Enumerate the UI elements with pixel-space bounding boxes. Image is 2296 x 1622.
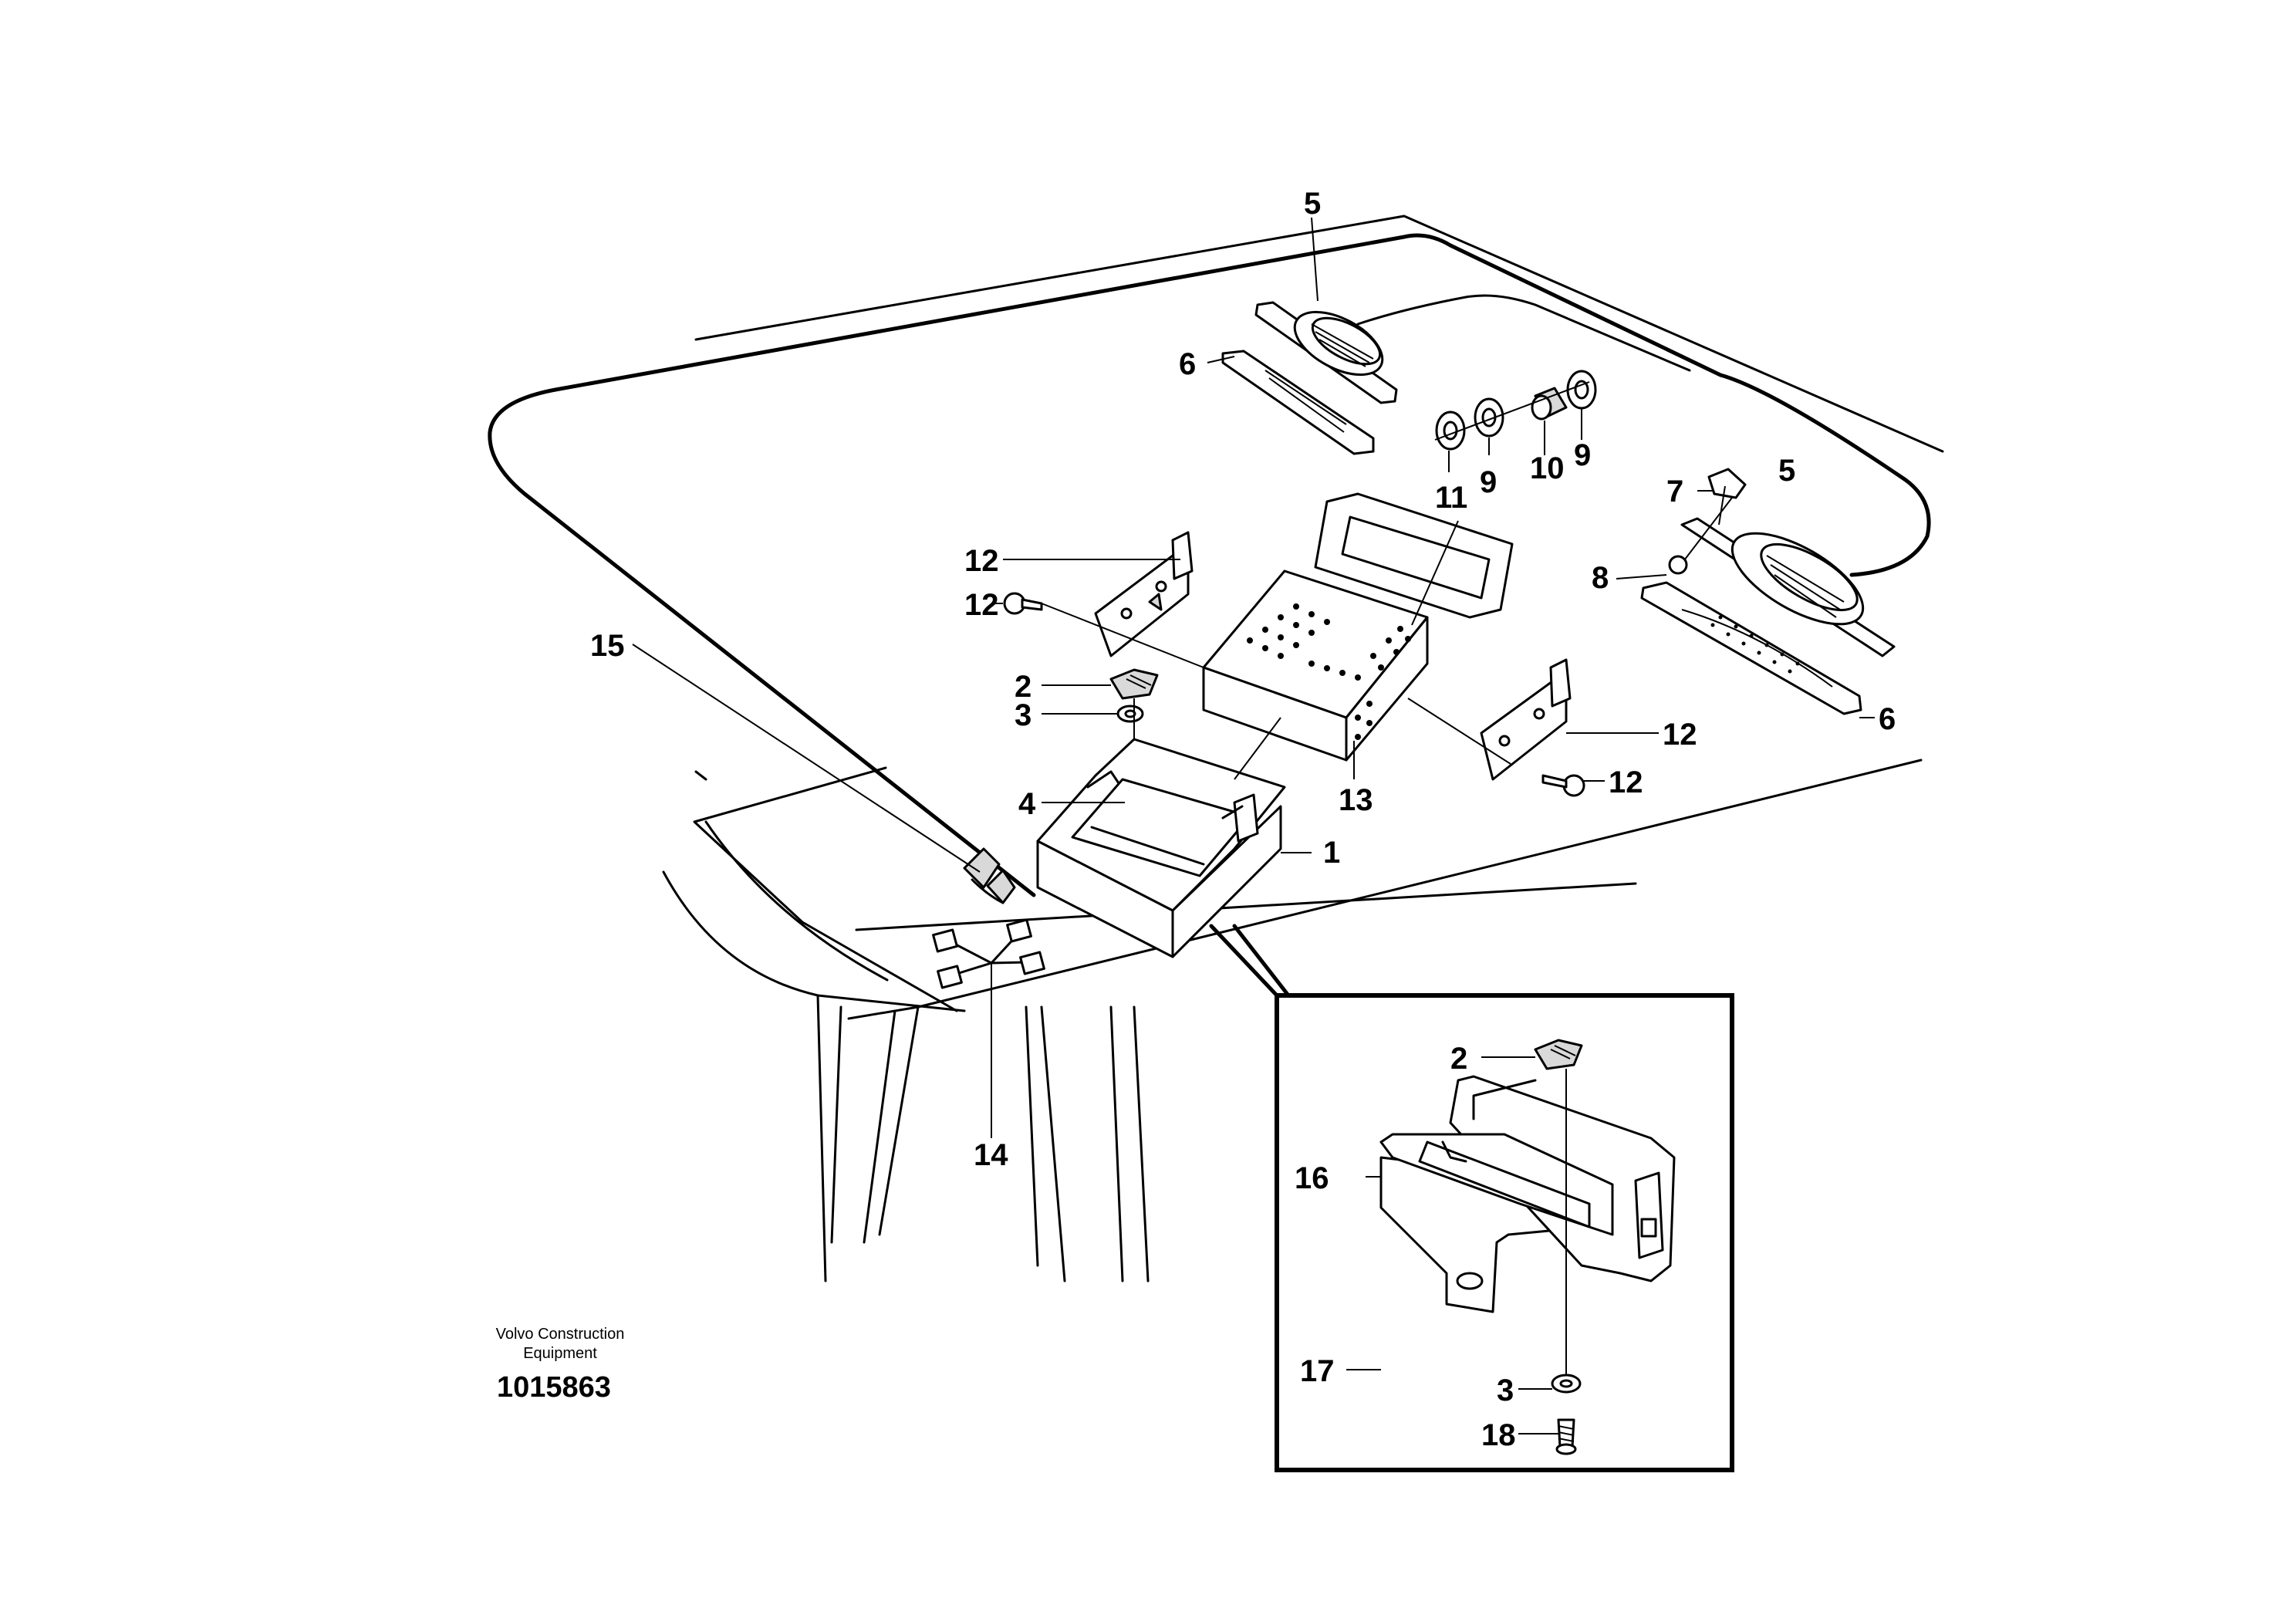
- speaker-grille-perforations: [1710, 615, 1800, 674]
- radio-head-unit: [1202, 569, 1429, 762]
- cable-harness: [963, 847, 1016, 904]
- callout-9-right: 9: [1574, 438, 1591, 472]
- callout-1: 1: [1323, 836, 1340, 870]
- callout-11: 11: [1435, 481, 1467, 515]
- connector-splitter: [932, 918, 1045, 1138]
- callout-14: 14: [974, 1138, 1008, 1172]
- callout-3: 3: [1015, 698, 1032, 732]
- callout-6-upper: 6: [1179, 347, 1196, 381]
- callout-6-right: 6: [1879, 702, 1896, 736]
- radio-mounting-box: [1036, 738, 1286, 958]
- callout-2: 2: [1015, 670, 1032, 704]
- callout-18: 18: [1481, 1418, 1516, 1452]
- callout-13: 13: [1339, 783, 1373, 817]
- bracket-screw-left: [1003, 592, 1043, 615]
- company-name-line2: Equipment: [523, 1345, 597, 1362]
- figure-number: 1015863: [497, 1371, 611, 1404]
- cab-roof-structure: [488, 215, 1944, 1282]
- callout-4: 4: [1018, 787, 1036, 821]
- washer-connector-set: [1434, 370, 1597, 451]
- callout-17: 17: [1300, 1354, 1335, 1388]
- callout-5-upper: 5: [1304, 187, 1321, 221]
- radio-trim-bezel: [1314, 492, 1514, 619]
- callout-12-screw: 12: [964, 588, 999, 622]
- bracket-screw-right: [1541, 774, 1585, 797]
- detail-clip-washer-screw: [1534, 1039, 1583, 1455]
- callout-detail-3: 3: [1497, 1374, 1514, 1407]
- left-side-bracket: [1094, 531, 1194, 657]
- leader-lines: [632, 217, 1875, 1434]
- callout-15: 15: [590, 629, 625, 663]
- callout-12-top: 12: [964, 544, 999, 578]
- callout-5-right: 5: [1778, 454, 1795, 488]
- right-speaker-assembly: [1640, 468, 1896, 715]
- callout-9-left: 9: [1480, 465, 1497, 499]
- callout-8: 8: [1592, 561, 1609, 595]
- radio-vent-holes: [1247, 603, 1411, 740]
- upper-speaker-assembly: [1221, 301, 1398, 455]
- callout-12-right-screw: 12: [1609, 765, 1643, 799]
- callout-7: 7: [1666, 475, 1683, 509]
- callout-16: 16: [1295, 1161, 1329, 1195]
- company-name-line1: Volvo Construction: [496, 1326, 625, 1343]
- callout-labels: 5 6 11 9 10 9 7 5 8 6 12 12 15 2 3 4 1 1…: [590, 187, 1896, 1452]
- right-side-bracket: [1480, 658, 1572, 781]
- callout-10: 10: [1530, 451, 1565, 485]
- callout-detail-2: 2: [1450, 1042, 1467, 1076]
- figure-caption: Volvo Construction Equipment 1015863: [496, 1326, 625, 1404]
- detail-mounting-box: [1379, 1075, 1676, 1282]
- callout-12-right: 12: [1663, 718, 1697, 752]
